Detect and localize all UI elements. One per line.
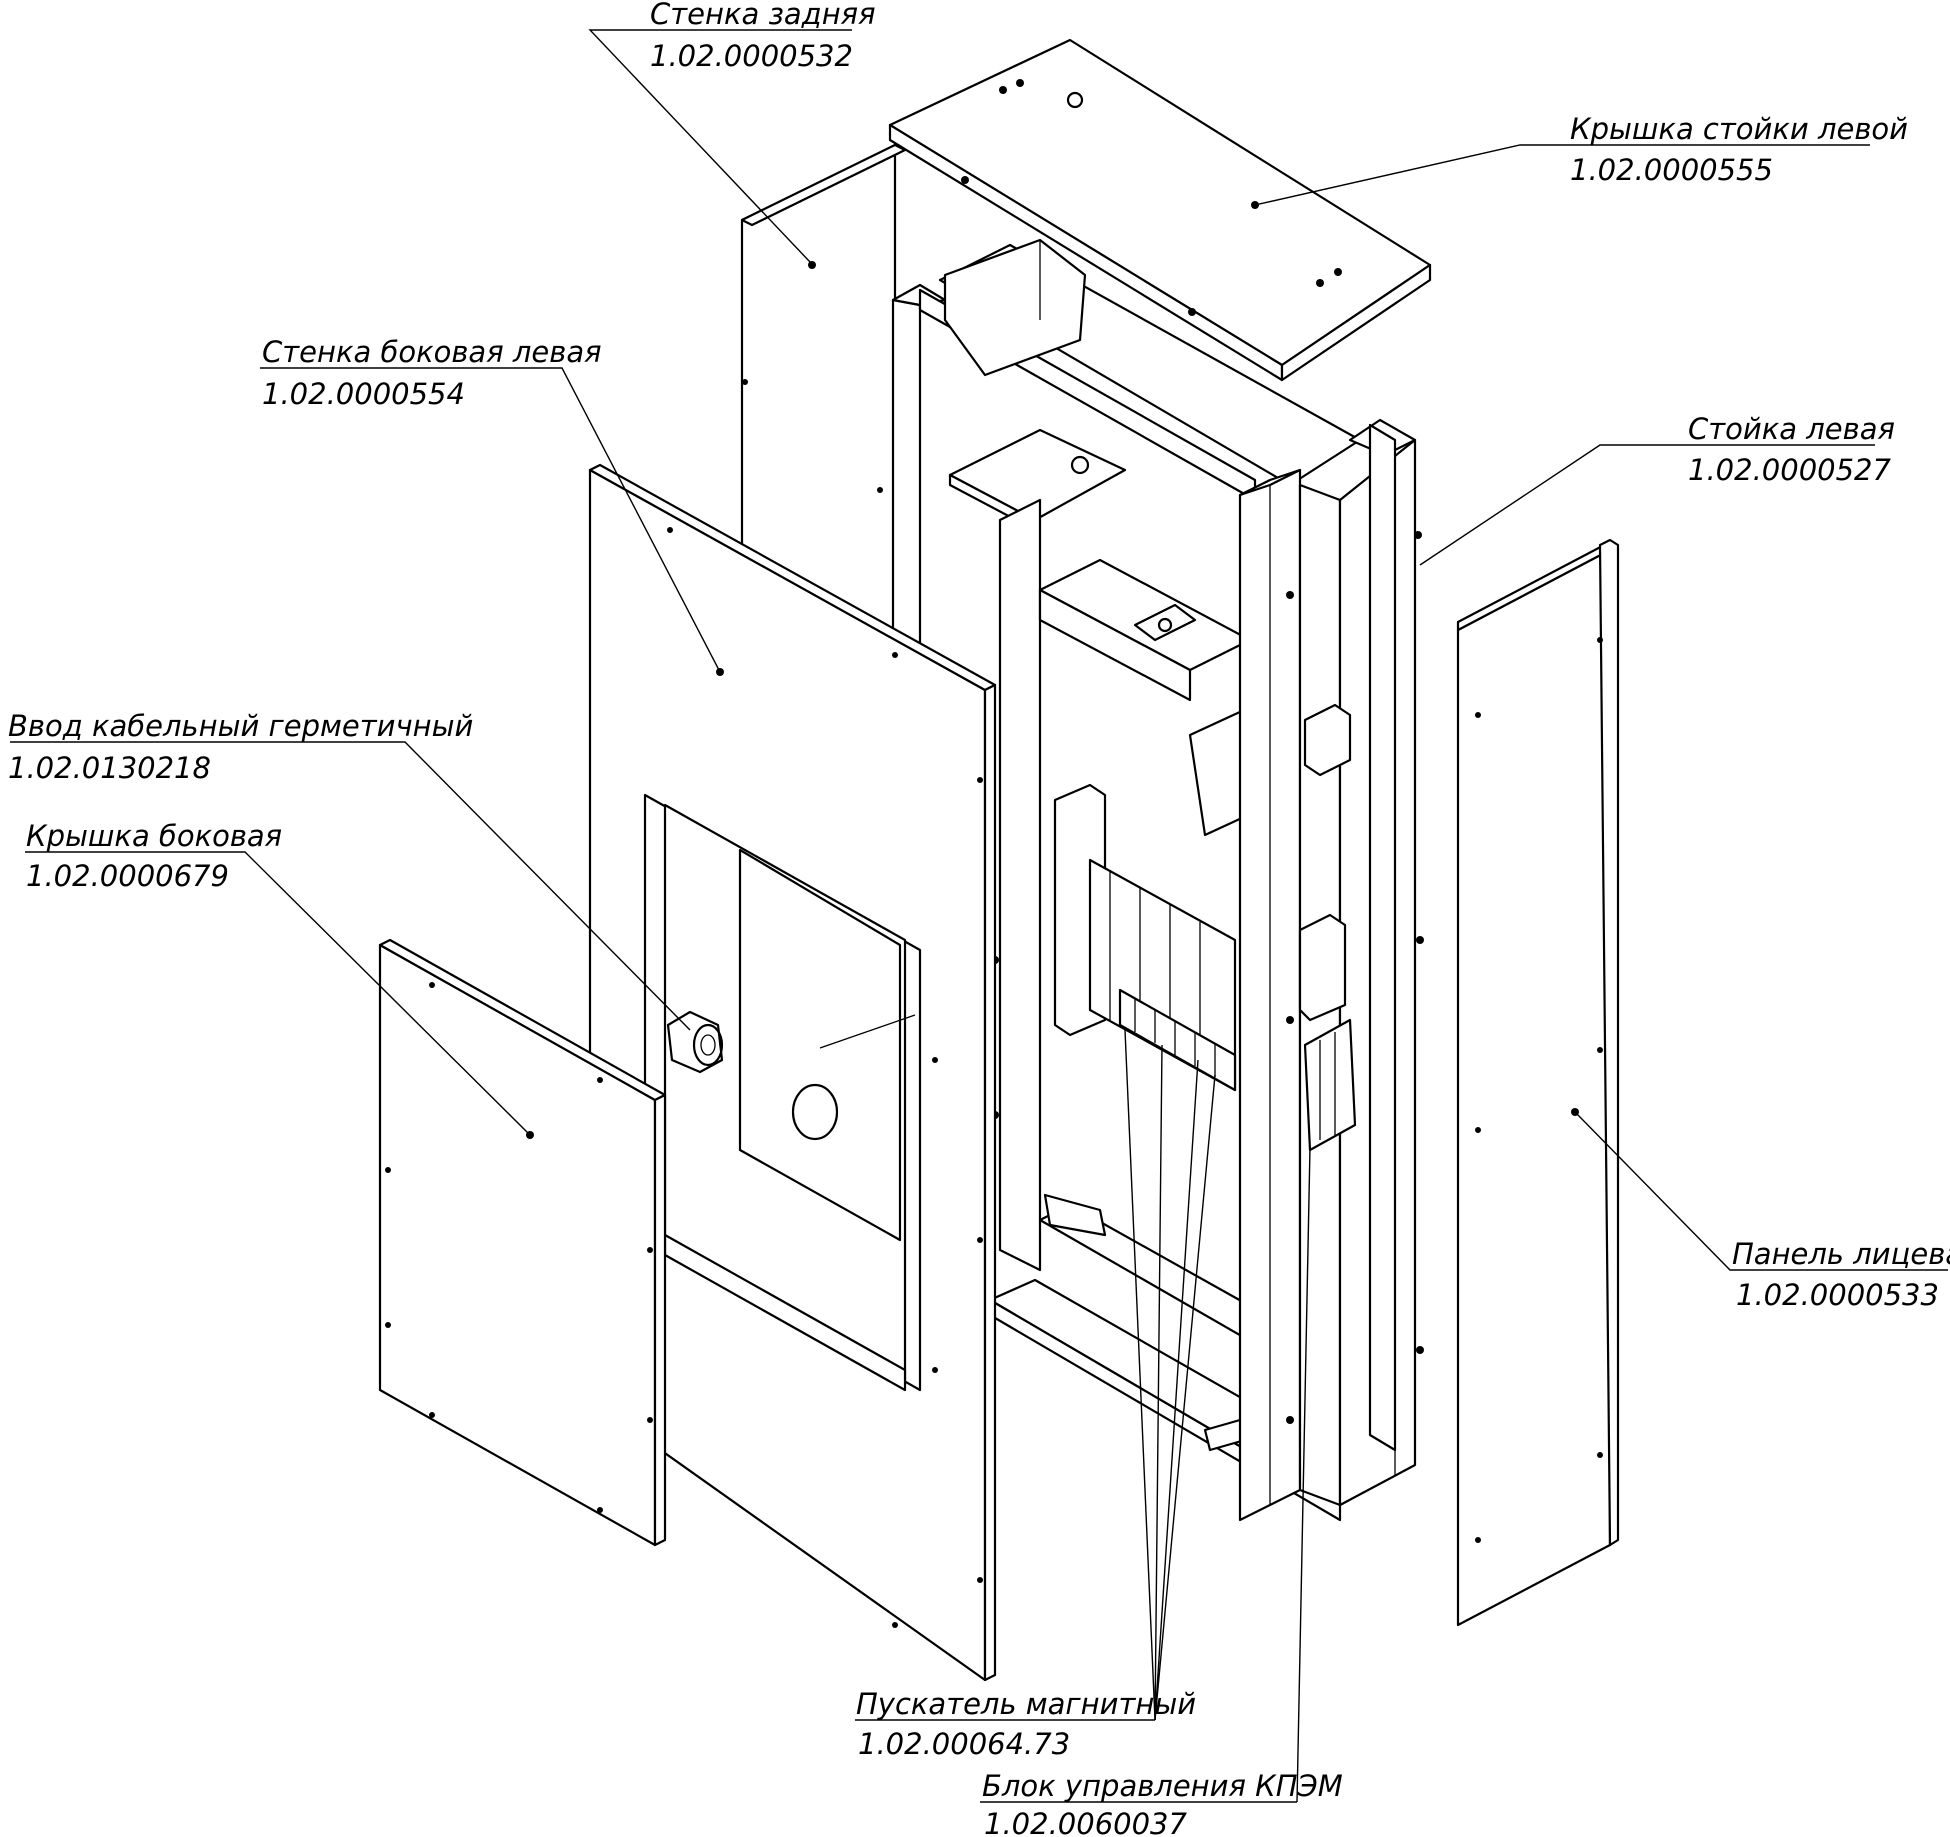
callout-magnetic-starter-name: Пускатель магнитный xyxy=(856,1687,1196,1721)
callout-left-upright-name: Стойка левая xyxy=(1688,412,1895,446)
callout-left-upright-code: 1.02.0000527 xyxy=(1688,453,1891,487)
callout-cable-gland-code: 1.02.0130218 xyxy=(8,751,211,785)
callout-rear-wall-name: Стенка задняя xyxy=(650,0,876,31)
leader-lines xyxy=(10,29,1948,1803)
cabinet-frame xyxy=(888,38,1432,1522)
callout-left-side-wall: Стенка боковая левая 1.02.0000554 xyxy=(262,335,602,411)
callout-side-cover: Крышка боковая 1.02.0000679 xyxy=(26,819,282,893)
callout-top-cover-name: Крышка стойки левой xyxy=(1570,112,1908,146)
callout-top-cover: Крышка стойки левой 1.02.0000555 xyxy=(1570,112,1908,187)
callout-control-block-code: 1.02.0060037 xyxy=(984,1807,1187,1837)
callout-left-upright: Стойка левая 1.02.0000527 xyxy=(1688,412,1895,487)
callout-front-panel-code: 1.02.0000533 xyxy=(1736,1278,1939,1312)
callout-cable-gland-name: Ввод кабельный герметичный xyxy=(8,709,473,743)
callout-front-panel: Панель лицевая 1.02.0000533 xyxy=(1732,1237,1950,1312)
front-panel xyxy=(1456,538,1620,1627)
callout-side-cover-code: 1.02.0000679 xyxy=(26,859,229,893)
left-side-wall xyxy=(588,463,997,1682)
callout-magnetic-starter: Пускатель магнитный 1.02.00064.73 xyxy=(856,1687,1196,1761)
callout-control-block-name: Блок управления КПЭМ xyxy=(982,1769,1343,1803)
callout-side-cover-name: Крышка боковая xyxy=(26,819,282,853)
callout-control-block: Блок управления КПЭМ 1.02.0060037 xyxy=(982,1769,1343,1837)
callout-front-panel-name: Панель лицевая xyxy=(1732,1237,1950,1271)
callout-rear-wall-code: 1.02.0000532 xyxy=(650,39,853,73)
callout-top-cover-code: 1.02.0000555 xyxy=(1570,153,1773,187)
callout-left-side-wall-code: 1.02.0000554 xyxy=(262,377,465,411)
side-cover xyxy=(378,938,667,1547)
callout-magnetic-starter-code: 1.02.00064.73 xyxy=(858,1727,1070,1761)
callout-cable-gland: Ввод кабельный герметичный 1.02.0130218 xyxy=(8,709,473,785)
callout-left-side-wall-name: Стенка боковая левая xyxy=(262,335,602,369)
callout-rear-wall: Стенка задняя 1.02.0000532 xyxy=(650,0,876,73)
cable-gland xyxy=(666,1010,724,1074)
